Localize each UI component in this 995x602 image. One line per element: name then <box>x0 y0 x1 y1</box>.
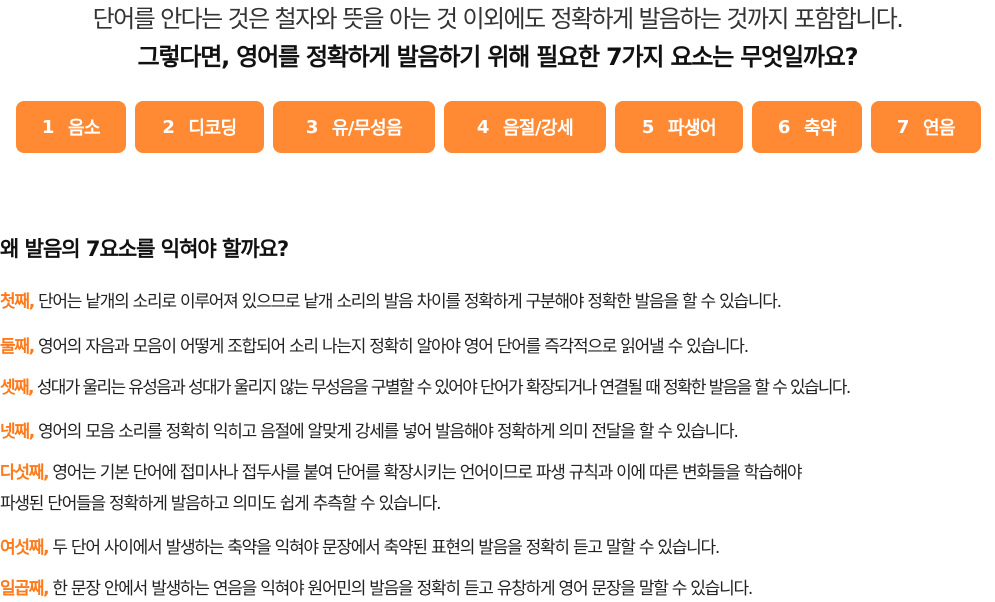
element-label: 파생어 <box>667 118 717 139</box>
reason-text: 영어의 모음 소리를 정확히 익히고 음절에 알맞게 강세를 넣어 발음해야 정… <box>38 422 739 442</box>
reason-6: 여섯째,두 단어 사이에서 발생하는 축약을 익혀야 문장에서 축약된 표현의 … <box>0 535 720 561</box>
reason-ordinal: 둘째, <box>0 337 35 357</box>
reason-ordinal: 일곱째, <box>0 579 50 599</box>
reason-5-continued: 파생된 단어들을 정확하게 발음하고 의미도 쉽게 추측할 수 있습니다. <box>0 494 442 514</box>
element-label: 유/무성음 <box>331 118 403 139</box>
reason-text: 단어는 낱개의 소리로 이루어져 있으므로 낱개 소리의 발음 차이를 정확하게… <box>38 292 782 312</box>
reason-text: 영어의 자음과 모음이 어떻게 조합되어 소리 나는지 정확히 알아야 영어 단… <box>38 337 749 357</box>
reason-4: 넷째,영어의 모음 소리를 정확히 익히고 음절에 알맞게 강세를 넣어 발음해… <box>0 419 739 445</box>
section-title: 왜 발음의 7요소를 익혀야 할까요? <box>0 237 289 261</box>
reason-text: 성대가 울리는 유성음과 성대가 울리지 않는 무성음을 구별할 수 있어야 단… <box>36 378 851 398</box>
reason-5: 다섯째,영어는 기본 단어에 접미사나 접두사를 붙여 단어를 확장시키는 언어… <box>0 460 803 486</box>
element-label: 음절/강세 <box>502 118 574 139</box>
element-label: 디코딩 <box>188 118 237 139</box>
element-label: 축약 <box>803 118 837 139</box>
reason-1: 첫째,단어는 낱개의 소리로 이루어져 있으므로 낱개 소리의 발음 차이를 정… <box>0 289 782 315</box>
intro-question: 그렇다면, 영어를 정확하게 발음하기 위해 필요한 7가지 요소는 무엇일까요… <box>137 43 859 71</box>
reason-ordinal: 첫째, <box>0 292 35 312</box>
element-label: 연음 <box>922 118 956 139</box>
intro-line-1: 단어를 안다는 것은 철자와 뜻을 아는 것 이외에도 정확하게 발음하는 것까… <box>92 5 904 33</box>
reason-ordinal: 여섯째, <box>0 538 50 558</box>
reason-text: 한 문장 안에서 발생하는 연음을 익혀야 원어민의 발음을 정확히 듣고 유창… <box>52 579 753 599</box>
reason-ordinal: 다섯째, <box>0 463 50 483</box>
element-label: 음소 <box>67 118 101 139</box>
reason-ordinal: 셋째, <box>0 378 34 398</box>
reason-2: 둘째,영어의 자음과 모음이 어떻게 조합되어 소리 나는지 정확히 알아야 영… <box>0 334 749 360</box>
reason-text: 두 단어 사이에서 발생하는 축약을 익혀야 문장에서 축약된 표현의 발음을 … <box>52 538 720 558</box>
intro: 단어를 안다는 것은 철자와 뜻을 아는 것 이외에도 정확하게 발음하는 것까… <box>0 0 995 73</box>
reason-7: 일곱째,한 문장 안에서 발생하는 연음을 익혀야 원어민의 발음을 정확히 듣… <box>0 576 753 602</box>
reason-3: 셋째,성대가 울리는 유성음과 성대가 울리지 않는 무성음을 구별할 수 있어… <box>0 375 851 401</box>
reason-ordinal: 넷째, <box>0 422 35 442</box>
reason-text: 영어는 기본 단어에 접미사나 접두사를 붙여 단어를 확장시키는 언어이므로 … <box>52 463 802 483</box>
